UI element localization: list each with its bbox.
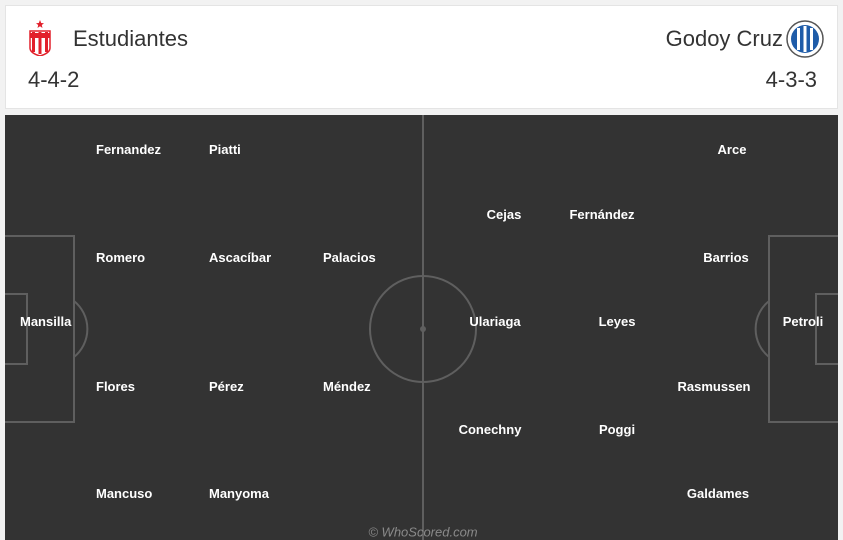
player-away-def-3[interactable]: Rasmussen [677,379,751,394]
player-away-mid-3[interactable]: Poggi [598,422,636,437]
player-home-fwd-2[interactable]: Méndez [323,379,371,394]
player-away-mid-2[interactable]: Leyes [598,314,636,329]
player-home-def-2[interactable]: Romero [96,250,146,265]
home-formation: 4-4-2 [28,67,80,92]
player-away-def-4[interactable]: Galdames [686,486,750,501]
pitch-markings [5,115,838,540]
player-home-fwd-1[interactable]: Palacios [323,250,376,265]
player-home-def-1[interactable]: Fernandez [96,142,162,157]
player-away-fwd-2[interactable]: Ulariaga [469,314,521,329]
player-home-mid-4[interactable]: Manyoma [209,486,269,501]
player-away-def-2[interactable]: Barrios [703,250,749,265]
player-away-def-1[interactable]: Arce [717,142,747,157]
player-home-def-4[interactable]: Mancuso [96,486,153,501]
lineup-header: Estudiantes 4-4-2 Godoy Cruz 4-3-3 [5,5,838,109]
pitch: Mansilla Fernandez Romero Flores Mancuso… [5,115,838,540]
estudiantes-crest-icon [29,20,51,56]
home-team-name[interactable]: Estudiantes [73,26,188,51]
player-home-mid-2[interactable]: Ascacíbar [209,250,272,265]
player-away-gk[interactable]: Petroli [782,314,824,329]
player-home-def-3[interactable]: Flores [96,379,136,394]
player-home-gk[interactable]: Mansilla [20,314,72,329]
player-away-fwd-3[interactable]: Conechny [458,422,522,437]
away-formation: 4-3-3 [765,67,817,92]
whoscored-watermark: © WhoScored.com [368,524,478,540]
player-home-mid-1[interactable]: Piatti [209,142,241,157]
player-away-mid-1[interactable]: Fernández [569,207,635,222]
player-away-fwd-1[interactable]: Cejas [486,207,522,222]
away-team-name[interactable]: Godoy Cruz [665,26,783,51]
godoy-cruz-crest-icon [786,20,824,58]
player-home-mid-3[interactable]: Pérez [209,379,244,394]
